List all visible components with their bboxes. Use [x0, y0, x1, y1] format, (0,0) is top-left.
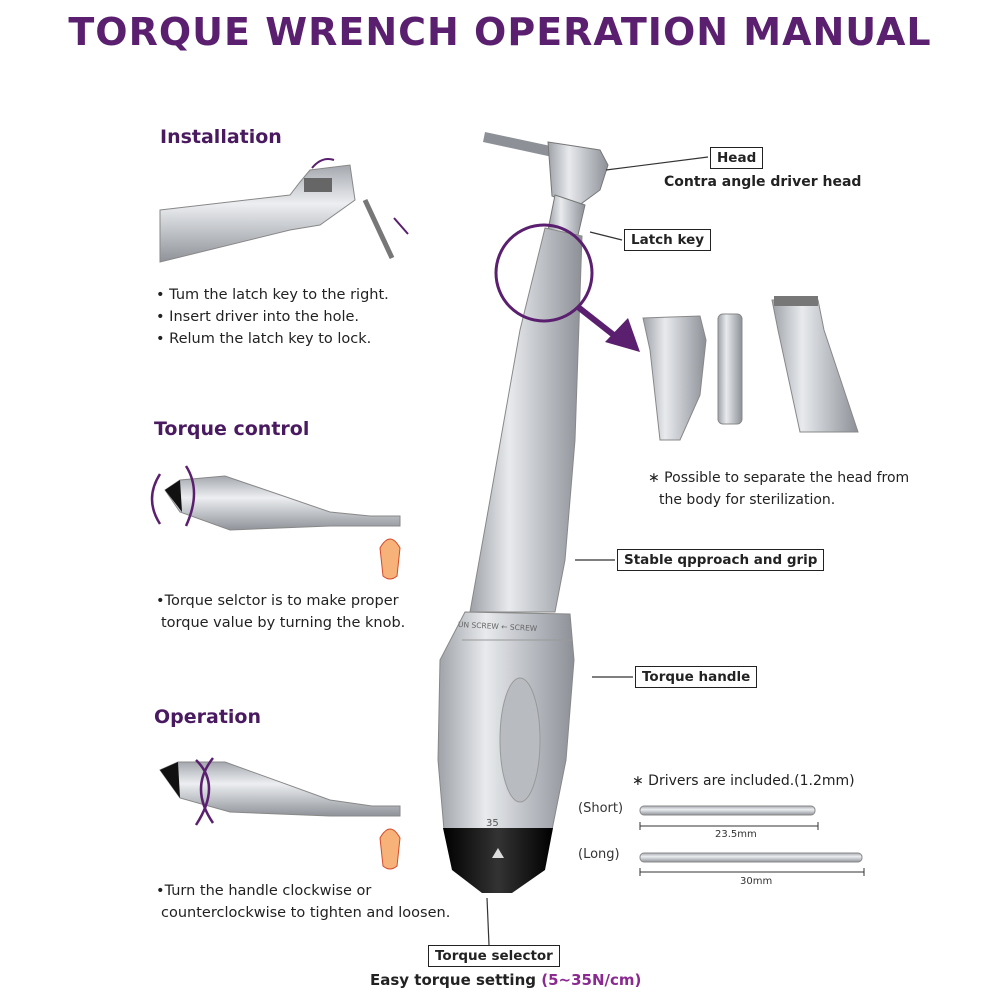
head-description: Contra angle driver head [664, 174, 862, 190]
torque-control-image [150, 465, 401, 580]
torque-control-bullets: •Torque selctor is to make proper torque… [156, 590, 405, 634]
bullet-item: • Tum the latch key to the right. [156, 287, 389, 303]
stable-grip-label: Stable qpproach and grip [617, 549, 825, 571]
separated-parts [642, 296, 859, 441]
torque-selector-knob [443, 828, 553, 893]
operation-image [159, 757, 401, 870]
bullet-item: •Turn the handle clockwise or [156, 883, 372, 899]
long-driver-length: 30mm [740, 876, 773, 887]
drivers-image [639, 805, 865, 876]
torque-handle-label: Torque handle [635, 666, 758, 688]
separated-driver [717, 313, 743, 425]
latch-key-label: Latch key [624, 229, 712, 251]
torque-selector-label: Torque selector [428, 945, 560, 967]
magnifier-circle [494, 223, 594, 323]
long-driver [639, 852, 863, 863]
main-wrench [437, 132, 640, 893]
short-driver-label: (Short) [578, 801, 624, 816]
easy-torque-setting: Easy torque setting (5~35N/cm) [370, 971, 642, 989]
installation-image [159, 158, 409, 263]
installation-heading: Installation [160, 126, 282, 148]
operation-heading: Operation [154, 706, 262, 728]
torque-control-heading: Torque control [154, 418, 310, 440]
contra-angle-head [547, 141, 609, 207]
bullet-item: counterclockwise to tighten and loosen. [161, 905, 451, 921]
long-driver-label: (Long) [578, 847, 620, 862]
pointer-lines [486, 156, 709, 946]
drivers-note: ∗ Drivers are included.(1.2mm) [632, 773, 855, 789]
torque-range: (5~35N/cm) [541, 971, 642, 989]
operation-bullets: •Turn the handle clockwise or counterclo… [156, 880, 450, 924]
short-driver [639, 805, 816, 816]
bullet-item: • Relum the latch key to lock. [156, 331, 372, 347]
separated-head [642, 315, 707, 441]
separated-body [771, 299, 859, 433]
wrench-shaft [469, 227, 583, 613]
bullet-item: • Insert driver into the hole. [156, 309, 360, 325]
handle-scale-number: 35 [486, 818, 499, 829]
head-label: Head [710, 147, 764, 169]
driver-shaft [483, 132, 560, 158]
bullet-item: torque value by turning the knob. [161, 615, 406, 631]
rotation-arrow-icon [150, 473, 162, 525]
installation-bullets: • Tum the latch key to the right. • Inse… [156, 284, 389, 350]
separate-note: ∗ Possible to separate the head from the… [648, 470, 910, 508]
tooth-icon [379, 538, 401, 580]
bullet-item: •Torque selctor is to make proper [156, 593, 399, 609]
page-title: TORQUE WRENCH OPERATION MANUAL [68, 10, 932, 54]
rotation-arrow-icon-2 [194, 759, 211, 826]
short-driver-length: 23.5mm [715, 829, 757, 840]
grip-oval [499, 677, 541, 803]
